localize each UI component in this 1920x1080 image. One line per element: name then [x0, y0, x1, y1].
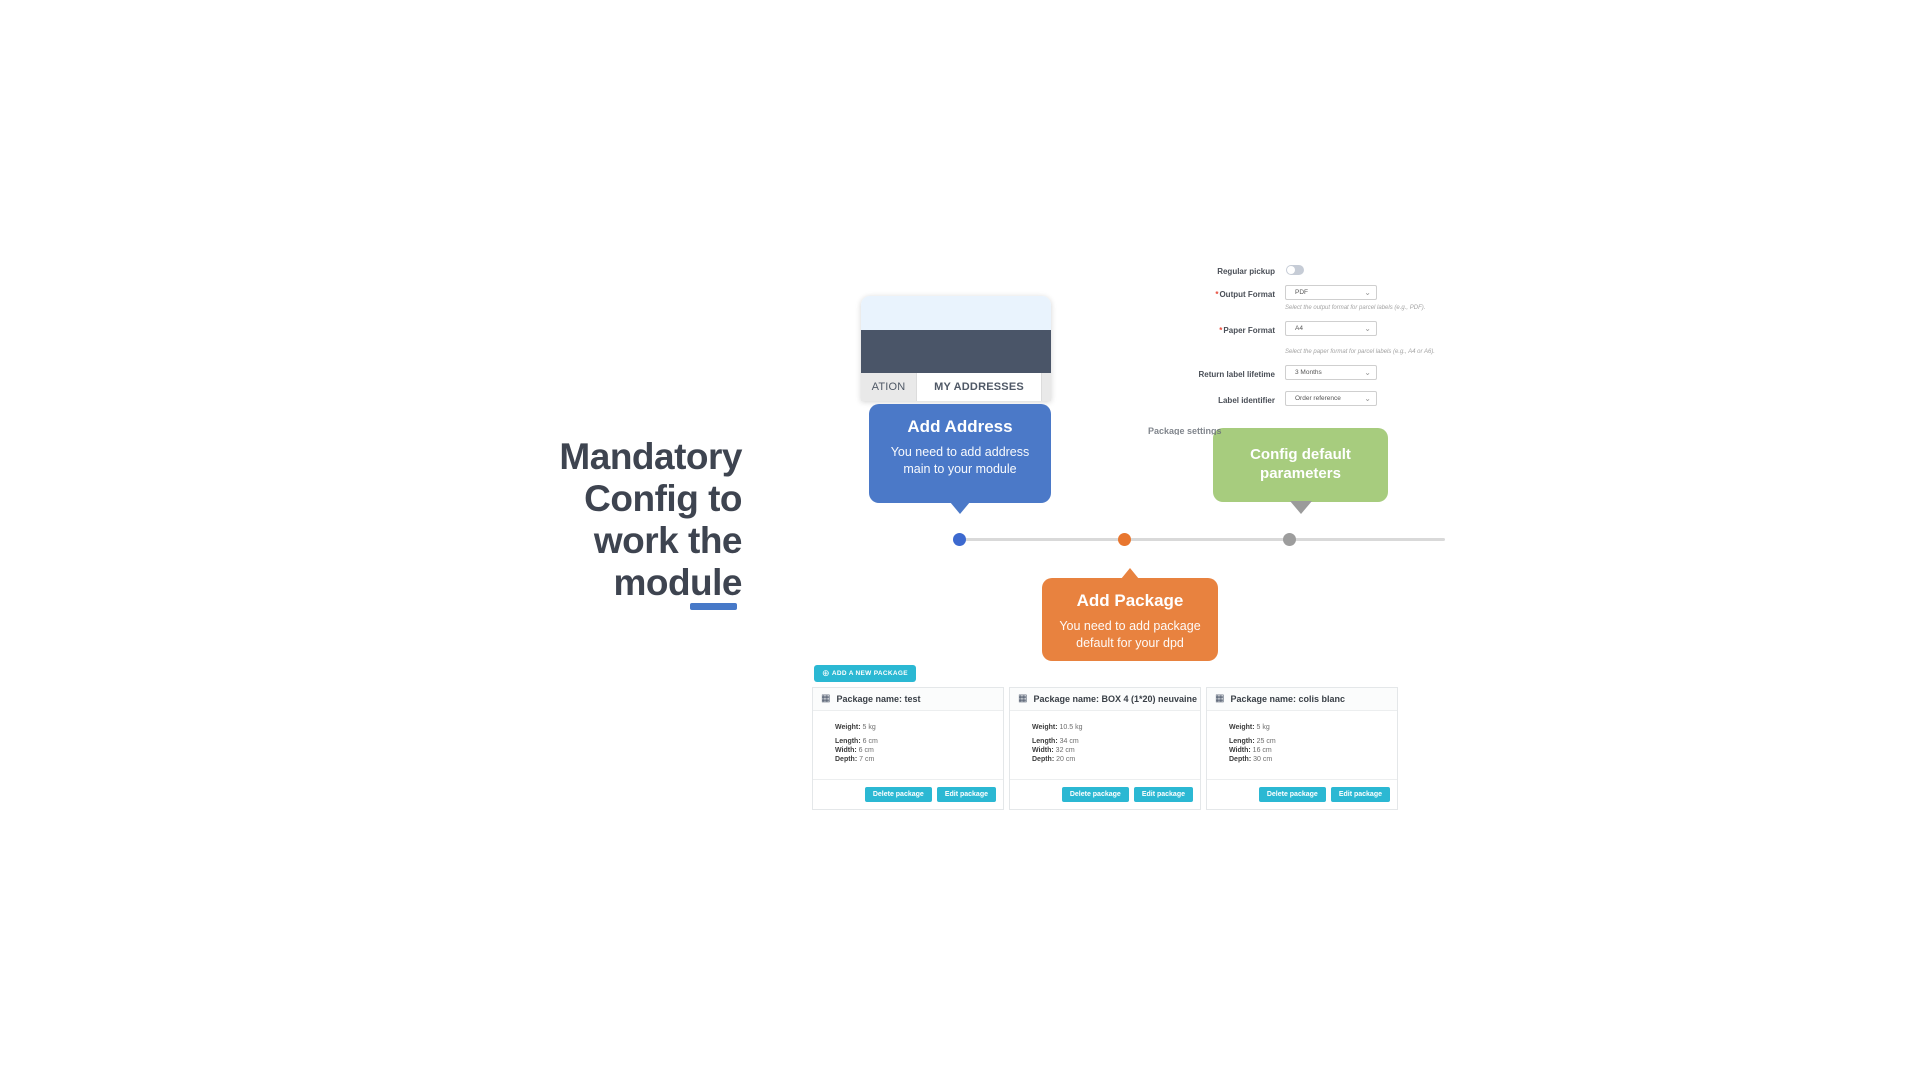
- callout-pointer-icon: [1121, 568, 1139, 579]
- regular-pickup-label: Regular pickup: [1217, 267, 1275, 276]
- addresses-screenshot-card: ATION MY ADDRESSES: [861, 296, 1051, 401]
- config-default-callout: Config default parameters: [1213, 428, 1388, 514]
- weight-row: Weight: 5 kg: [835, 724, 876, 731]
- package-icon: ▦: [821, 693, 831, 704]
- weight-row: Weight: 5 kg: [1229, 724, 1270, 731]
- return-label-lifetime-label: Return label lifetime: [1198, 370, 1275, 379]
- paper-format-label: *Paper Format: [1219, 326, 1275, 335]
- return-label-lifetime-select[interactable]: 3 Months ⌄: [1285, 365, 1377, 380]
- paper-format-helper: Select the paper format for parcel label…: [1285, 349, 1435, 355]
- package-card-footer: Delete package Edit package: [1010, 779, 1200, 809]
- select-value: A4: [1295, 325, 1303, 332]
- length-row: Length: 34 cm: [1032, 738, 1079, 745]
- callout-title: Add Package: [1076, 591, 1184, 610]
- width-row: Width: 16 cm: [1229, 747, 1272, 754]
- length-row: Length: 6 cm: [835, 738, 878, 745]
- delete-package-button[interactable]: Delete package: [1258, 787, 1326, 802]
- add-new-package-label: ADD A NEW PACKAGE: [831, 670, 908, 677]
- timeline: [958, 538, 1445, 541]
- callout-title: Config default parameters: [1250, 446, 1351, 482]
- screenshot-header-area: [861, 296, 1051, 330]
- delete-package-button[interactable]: Delete package: [864, 787, 932, 802]
- label-identifier-label: Label identifier: [1218, 396, 1275, 405]
- package-card-header: ▦ Package name: test: [813, 688, 1003, 711]
- package-settings-partial-heading: Package settings: [1148, 426, 1222, 435]
- timeline-dot-step3: [1283, 533, 1296, 546]
- regular-pickup-toggle[interactable]: [1286, 265, 1304, 275]
- package-icon: ▦: [1018, 693, 1028, 704]
- page-title-line: module: [613, 562, 742, 603]
- package-card-body: Weight: 5 kg Length: 25 cm Width: 16 cm …: [1207, 711, 1397, 764]
- add-package-callout: Add Package You need to add package defa…: [1042, 568, 1218, 661]
- callout-pointer-icon: [950, 502, 970, 514]
- package-card-header: ▦ Package name: colis blanc: [1207, 688, 1397, 711]
- package-card-title: Package name: colis blanc: [1230, 694, 1346, 704]
- width-row: Width: 32 cm: [1032, 747, 1075, 754]
- depth-row: Depth: 7 cm: [835, 756, 875, 763]
- width-row: Width: 6 cm: [835, 747, 874, 754]
- chevron-down-icon: ⌄: [1364, 287, 1371, 297]
- callout-pointer-icon: [1289, 501, 1312, 514]
- page-title: Mandatory Config to work the module: [532, 436, 742, 604]
- timeline-dot-step1: [953, 533, 966, 546]
- add-address-callout: Add Address You need to add address main…: [869, 404, 1051, 514]
- edit-package-button[interactable]: Edit package: [1330, 787, 1390, 802]
- package-card: ▦ Package name: BOX 4 (1*20) neuvaine We…: [1009, 687, 1201, 810]
- select-value: 3 Months: [1295, 369, 1322, 376]
- heading-accent-bar: [690, 603, 737, 610]
- toggle-knob-icon: [1287, 266, 1295, 274]
- length-row: Length: 25 cm: [1229, 738, 1276, 745]
- package-card-title: Package name: BOX 4 (1*20) neuvaine: [1033, 694, 1198, 704]
- plus-circle-icon: ⊕: [822, 668, 830, 678]
- tab-stub: [1041, 373, 1051, 401]
- delete-package-button[interactable]: Delete package: [1061, 787, 1129, 802]
- edit-package-button[interactable]: Edit package: [1133, 787, 1193, 802]
- package-card-body: Weight: 10.5 kg Length: 34 cm Width: 32 …: [1010, 711, 1200, 764]
- timeline-dot-step2: [1118, 533, 1131, 546]
- callout-body: You need to add package default for your…: [1059, 619, 1201, 650]
- required-marker: *: [1219, 326, 1223, 335]
- package-card-footer: Delete package Edit package: [813, 779, 1003, 809]
- package-card-header: ▦ Package name: BOX 4 (1*20) neuvaine: [1010, 688, 1200, 711]
- select-value: Order reference: [1295, 395, 1341, 402]
- tab-my-addresses[interactable]: MY ADDRESSES: [917, 373, 1041, 401]
- screenshot-navy-banner: [861, 330, 1051, 373]
- package-card-footer: Delete package Edit package: [1207, 779, 1397, 809]
- weight-row: Weight: 10.5 kg: [1032, 724, 1083, 731]
- select-value: PDF: [1295, 289, 1308, 296]
- output-format-label: *Output Format: [1215, 290, 1275, 299]
- edit-package-button[interactable]: Edit package: [936, 787, 996, 802]
- tab-bar: ATION MY ADDRESSES: [861, 373, 1051, 401]
- package-card-title: Package name: test: [836, 694, 921, 704]
- chevron-down-icon: ⌄: [1364, 367, 1371, 377]
- depth-row: Depth: 30 cm: [1229, 756, 1273, 763]
- chevron-down-icon: ⌄: [1364, 393, 1371, 403]
- output-format-helper: Select the output format for parcel labe…: [1285, 305, 1426, 311]
- required-marker: *: [1215, 290, 1219, 299]
- callout-body: You need to add address main to your mod…: [890, 445, 1030, 476]
- page-title-line: Mandatory: [559, 436, 742, 477]
- tab-configuration[interactable]: ATION: [861, 373, 917, 401]
- package-icon: ▦: [1215, 693, 1225, 704]
- package-card-body: Weight: 5 kg Length: 6 cm Width: 6 cm De…: [813, 711, 1003, 764]
- add-new-package-button[interactable]: ⊕ ADD A NEW PACKAGE: [814, 665, 916, 682]
- paper-format-select[interactable]: A4 ⌄: [1285, 321, 1377, 336]
- depth-row: Depth: 20 cm: [1032, 756, 1076, 763]
- package-card: ▦ Package name: colis blanc Weight: 5 kg…: [1206, 687, 1398, 810]
- page-title-line: Config to: [584, 478, 742, 519]
- label-identifier-select[interactable]: Order reference ⌄: [1285, 391, 1377, 406]
- callout-title: Add Address: [907, 417, 1013, 436]
- page-title-line: work the: [593, 520, 743, 561]
- output-format-select[interactable]: PDF ⌄: [1285, 285, 1377, 300]
- package-card: ▦ Package name: test Weight: 5 kg Length…: [812, 687, 1004, 810]
- chevron-down-icon: ⌄: [1364, 323, 1371, 333]
